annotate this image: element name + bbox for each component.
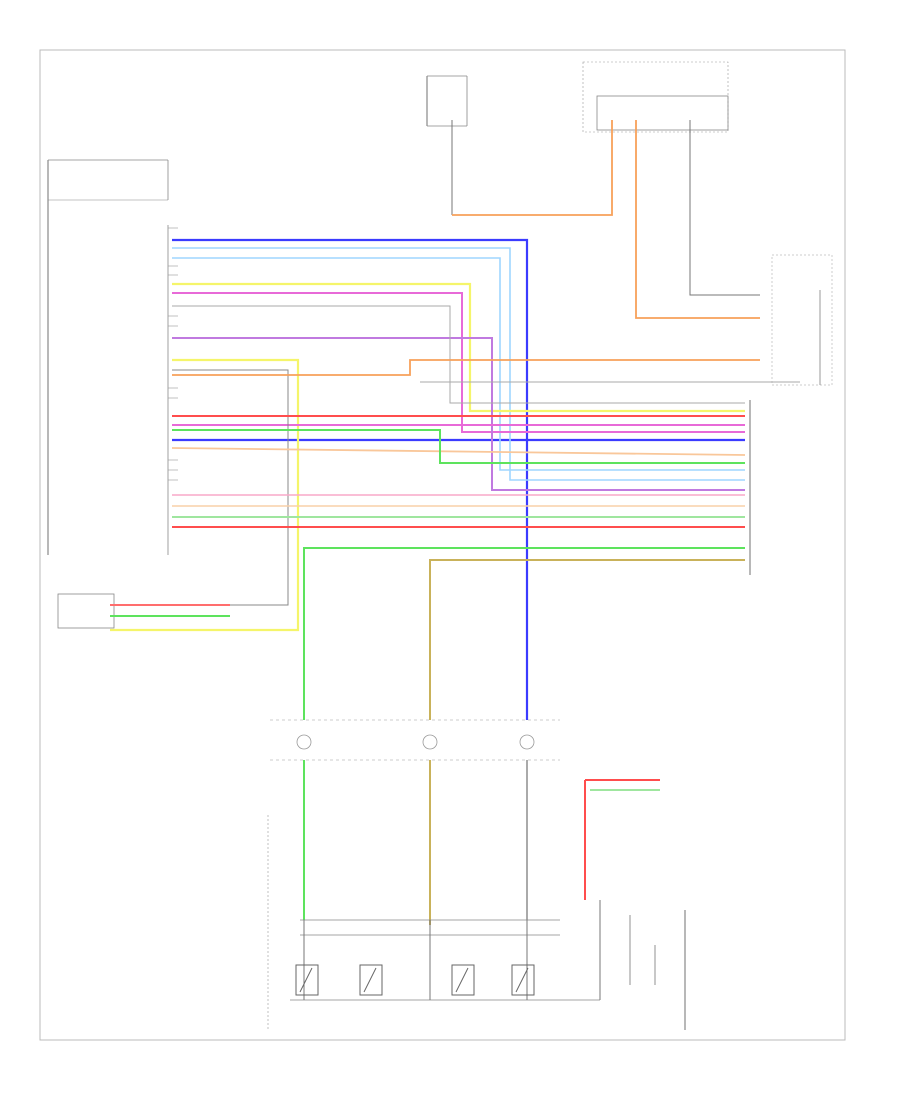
bottom-switch-assembly (267, 815, 686, 1030)
wire-blue (172, 238, 745, 925)
top-left-module (426, 75, 468, 127)
top-right-module (582, 61, 729, 133)
wire-green (110, 429, 745, 920)
switch-2 (359, 964, 383, 996)
left-pin-stubs (168, 227, 178, 481)
wire-pink (172, 494, 745, 507)
wire-gray (110, 120, 821, 606)
bottom-left-module (57, 593, 115, 629)
left-control-unit (47, 159, 169, 555)
right-connector-unit (749, 254, 833, 575)
wire-red (110, 415, 745, 900)
wire-tan (429, 559, 745, 925)
wire-light-blue (172, 247, 745, 481)
wire-yellow (110, 282, 745, 632)
wire-magenta (172, 292, 745, 491)
junction-connector-1 (296, 734, 312, 750)
wire-orange (171, 120, 760, 456)
switch-4 (511, 964, 535, 996)
diagram-border (39, 49, 846, 1041)
junction-block (270, 719, 560, 761)
junction-connector-3 (519, 734, 535, 750)
switch-1 (295, 964, 319, 996)
junction-connector-2 (422, 734, 438, 750)
switch-3 (451, 964, 475, 996)
